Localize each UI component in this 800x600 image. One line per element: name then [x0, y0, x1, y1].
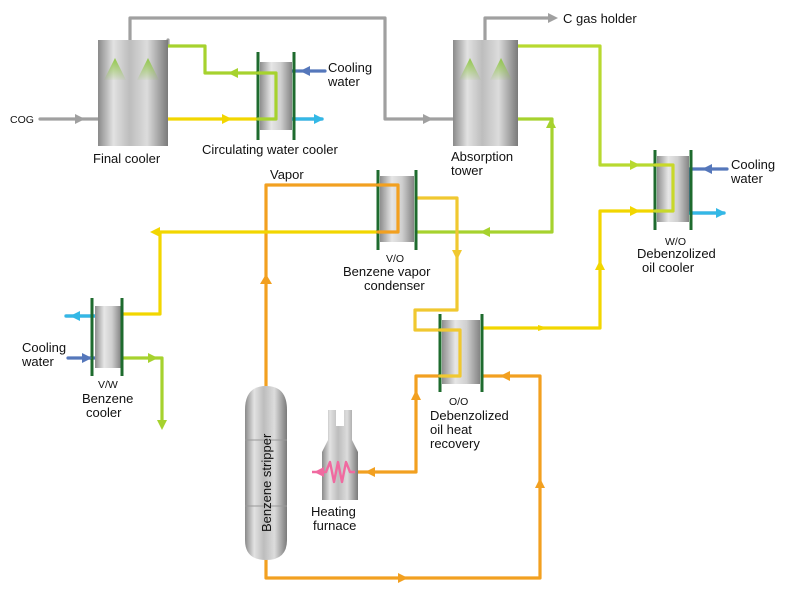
- label-benzene-cooler-b: cooler: [86, 405, 122, 420]
- final-cooler: [98, 40, 168, 146]
- label-heat-recovery-c: recovery: [430, 436, 480, 451]
- labels: C gas holder COG Final cooler Circulatin…: [10, 11, 775, 533]
- flow-arrows: [70, 13, 726, 583]
- label-vapor: Vapor: [270, 167, 304, 182]
- spray-icon: [104, 58, 126, 80]
- heating-coil-icon: [312, 460, 355, 484]
- label-cooling-water-2a: Cooling: [731, 157, 775, 172]
- label-benzene-vapor-condenser-type: V/O: [386, 253, 404, 265]
- spray-icon: [490, 58, 512, 80]
- label-benzene-vapor-condenser-a: Benzene vapor: [343, 264, 431, 279]
- benzene-cooler: [90, 298, 124, 376]
- label-cooling-water-3a: Cooling: [22, 340, 66, 355]
- spray-icon: [459, 58, 481, 80]
- debenzolized-oil-heat-recovery: [438, 314, 484, 392]
- label-cooling-water-1a: Cooling: [328, 60, 372, 75]
- label-final-cooler: Final cooler: [93, 151, 161, 166]
- label-benzene-vapor-condenser-b: condenser: [364, 278, 425, 293]
- label-heating-furnace-b: furnace: [313, 518, 356, 533]
- benzene-vapor-condenser: [376, 170, 418, 250]
- label-c-gas-holder: C gas holder: [563, 11, 637, 26]
- absorption-tower: [453, 40, 518, 146]
- label-heat-recovery-a: Debenzolized: [430, 408, 509, 423]
- label-heating-furnace-a: Heating: [311, 504, 356, 519]
- label-cog: COG: [10, 114, 34, 126]
- label-benzene-stripper: Benzene stripper: [259, 433, 274, 532]
- label-debenzolized-oil-cooler-a: Debenzolized: [637, 246, 716, 261]
- spray-icon: [137, 58, 159, 80]
- label-benzene-cooler-type: V/W: [98, 379, 118, 391]
- label-cooling-water-3b: water: [21, 354, 54, 369]
- circulating-water-cooler: [256, 52, 296, 140]
- label-absorption-tower-a: Absorption: [451, 149, 513, 164]
- label-circulating-water-cooler: Circulating water cooler: [202, 142, 339, 157]
- process-pipes: [113, 44, 657, 580]
- label-debenzolized-oil-cooler-b: oil cooler: [642, 260, 695, 275]
- label-debenzolized-oil-cooler-type: W/O: [665, 236, 686, 248]
- label-absorption-tower-b: tower: [451, 163, 483, 178]
- heating-furnace: [312, 410, 358, 500]
- label-heat-recovery-type: O/O: [449, 396, 468, 408]
- debenzolized-oil-cooler: [653, 150, 693, 230]
- label-cooling-water-2b: water: [730, 171, 763, 186]
- label-heat-recovery-b: oil heat: [430, 422, 472, 437]
- label-benzene-cooler-a: Benzene: [82, 391, 133, 406]
- label-cooling-water-1b: water: [327, 74, 360, 89]
- benzene-stripper: [245, 386, 287, 560]
